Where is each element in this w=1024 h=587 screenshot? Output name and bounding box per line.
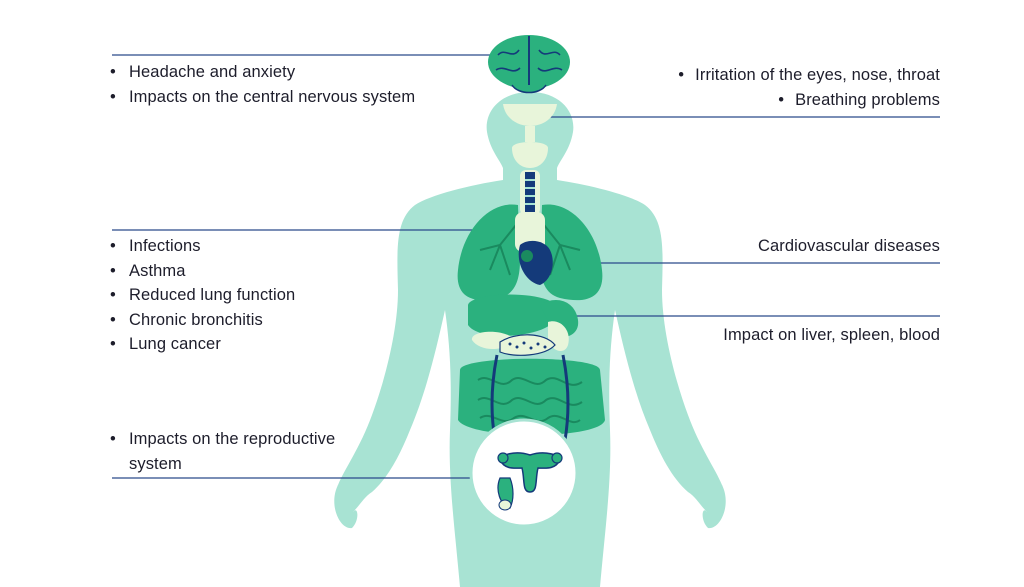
- heart-icon: [518, 240, 553, 285]
- pancreas-icon: [499, 334, 556, 356]
- list-item: Lung cancer: [110, 332, 295, 357]
- lungs-icon: [457, 204, 603, 301]
- lung-effects-list: Infections Asthma Reduced lung function …: [110, 234, 295, 357]
- eyes-effects-list: Irritation of the eyes, nose, throat Bre…: [678, 63, 940, 112]
- brain-effects-list: Headache and anxiety Impacts on the cent…: [110, 60, 415, 109]
- heart-effect-label: Cardiovascular diseases: [757, 237, 940, 255]
- list-item: Asthma: [110, 259, 295, 284]
- list-item: Reduced lung function: [110, 283, 295, 308]
- brain-icon: [488, 35, 570, 94]
- list-item: Infections: [110, 234, 295, 259]
- list-item: Headache and anxiety: [110, 60, 415, 85]
- intestine-icon: [458, 354, 605, 441]
- list-item: Breathing problems: [795, 90, 940, 109]
- liver-effect-label: Impact on liver, spleen, blood: [723, 326, 940, 344]
- liver-icon: [468, 294, 579, 352]
- list-item: Irritation of the eyes, nose, throat: [695, 66, 940, 84]
- trachea-icon: [520, 170, 540, 215]
- list-item: Chronic bronchitis: [110, 308, 295, 333]
- list-item: Impacts on the central nervous system: [110, 85, 415, 110]
- throat-icon: [503, 104, 557, 168]
- reproductive-organs-icon: [469, 418, 579, 528]
- leader-lines: [112, 54, 940, 479]
